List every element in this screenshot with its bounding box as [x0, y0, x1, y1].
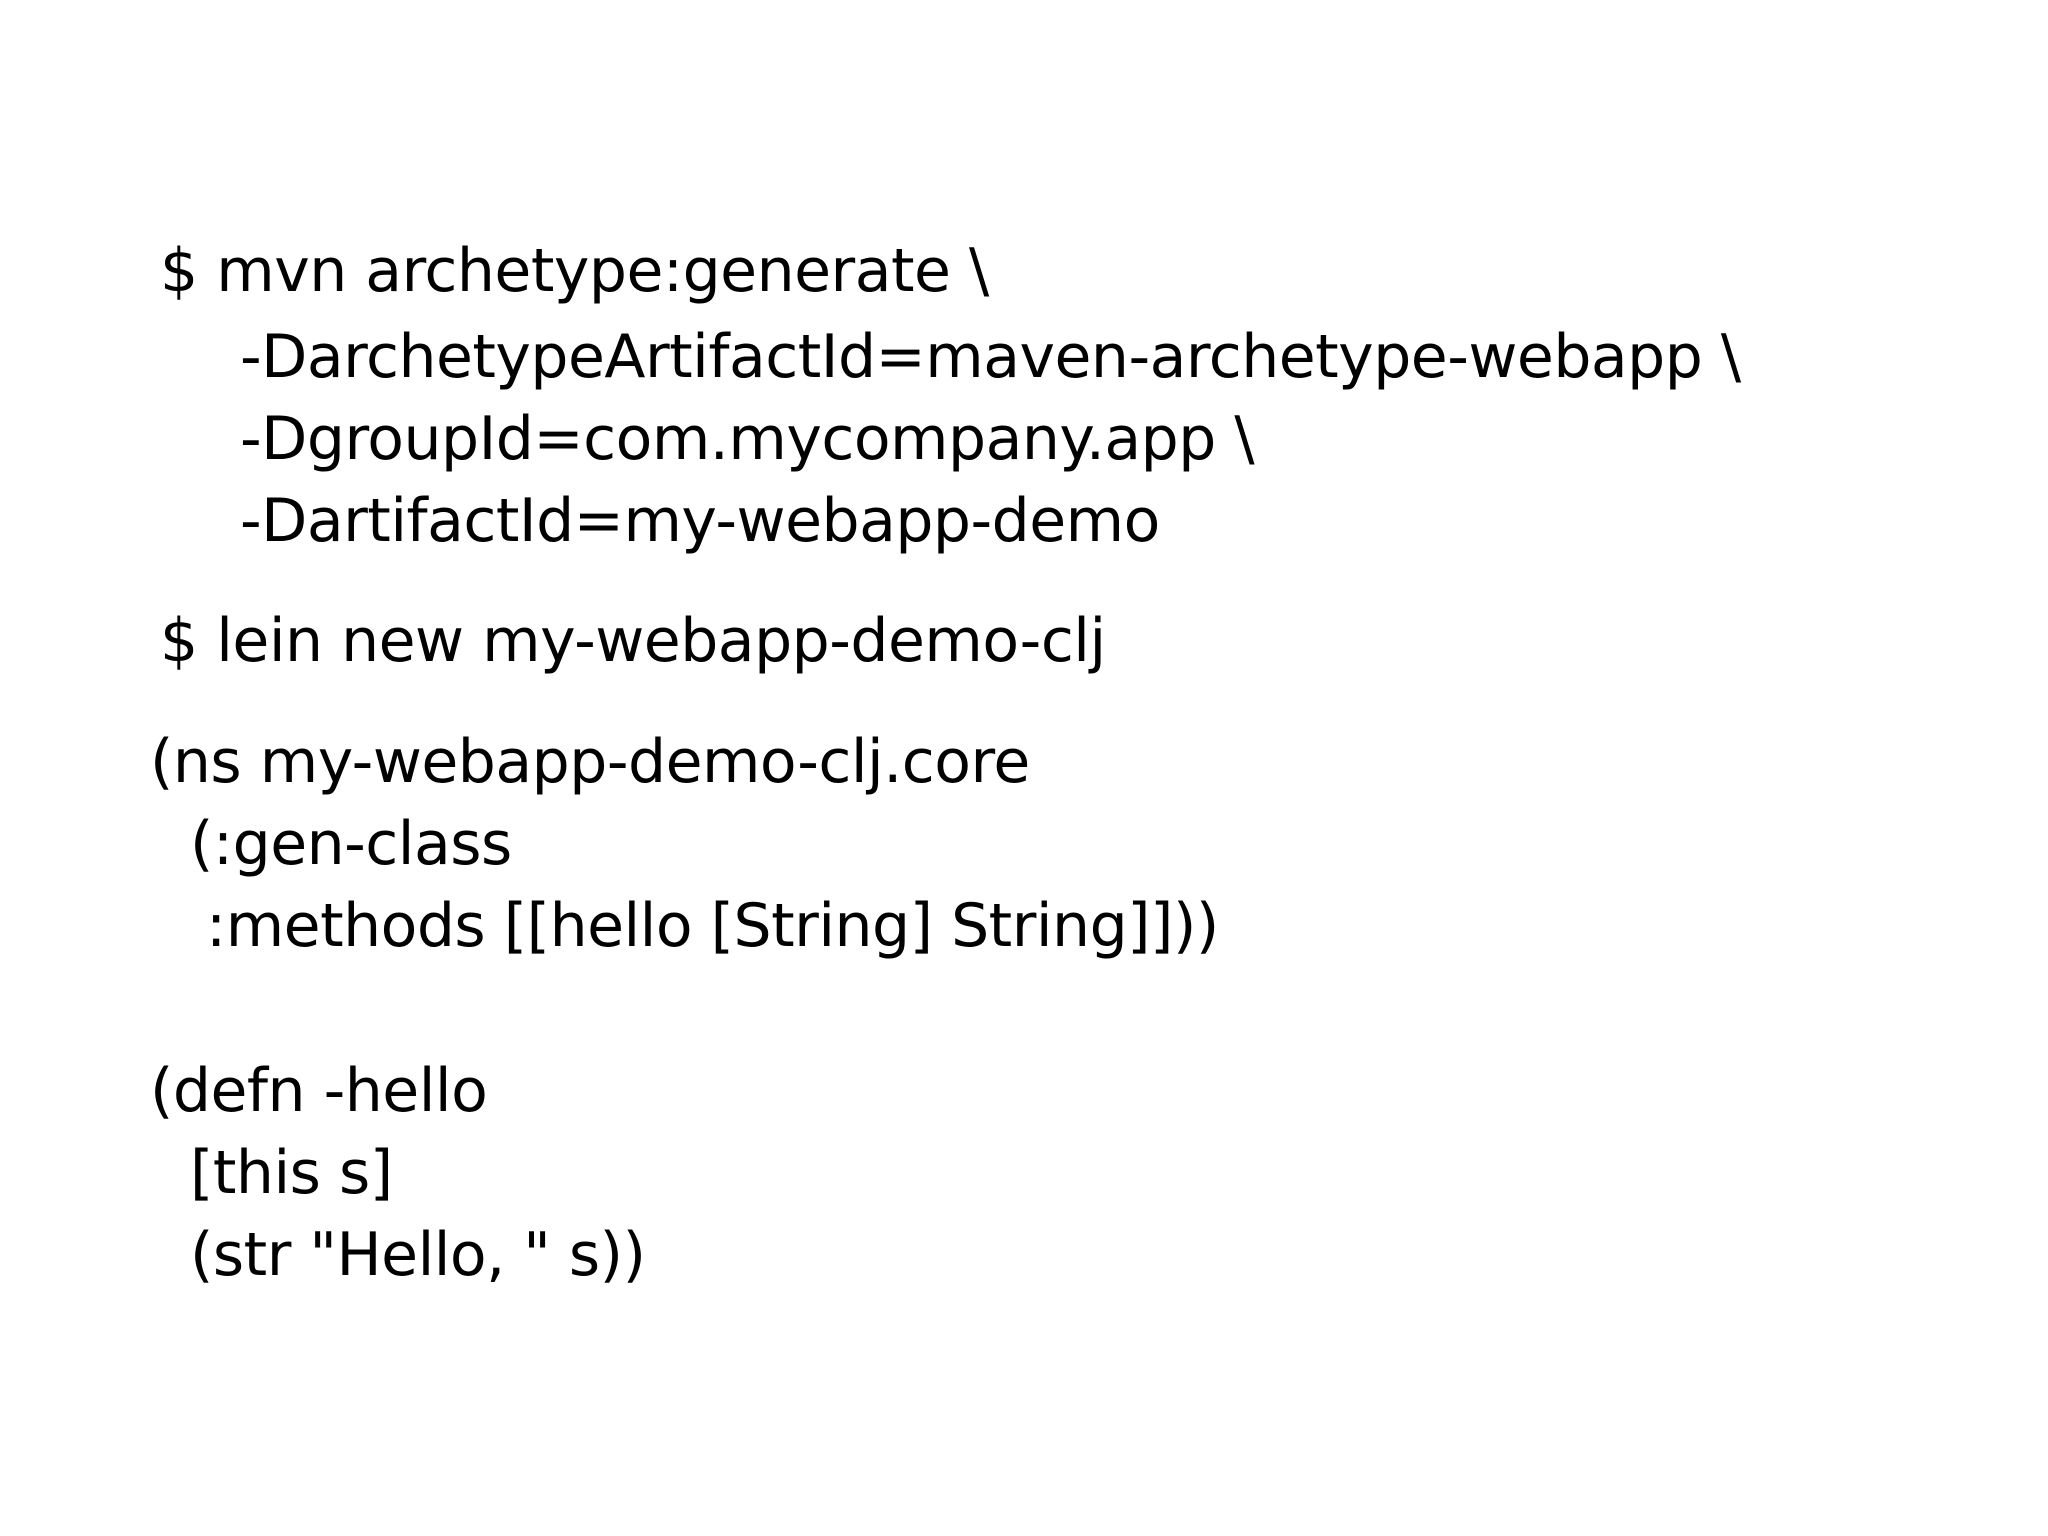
defn-line-1: (defn -hello: [150, 1056, 488, 1126]
lein-command-line: $ lein new my-webapp-demo-clj: [160, 606, 1106, 676]
ns-line-2: (:gen-class: [190, 809, 512, 879]
defn-line-2: [this s]: [190, 1138, 393, 1208]
mvn-command-line-1: $ mvn archetype:generate \: [160, 236, 989, 306]
mvn-command-line-4: -DartifactId=my-webapp-demo: [240, 486, 1160, 556]
ns-line-3: :methods [[hello [String] String]])): [206, 891, 1219, 961]
mvn-command-line-2: -DarchetypeArtifactId=maven-archetype-we…: [240, 322, 1741, 392]
mvn-command-line-3: -DgroupId=com.mycompany.app \: [240, 404, 1255, 474]
ns-line-1: (ns my-webapp-demo-clj.core: [150, 727, 1030, 797]
defn-line-3: (str "Hello, " s)): [190, 1220, 646, 1290]
